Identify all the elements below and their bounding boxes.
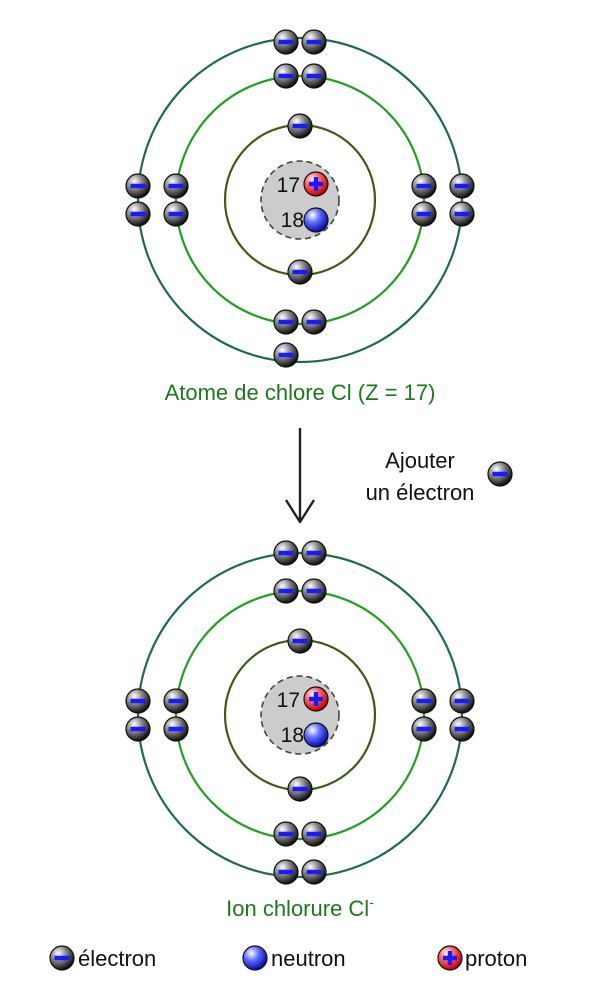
electron-icon xyxy=(273,63,299,89)
electron-icon xyxy=(163,716,189,742)
chloride-ion: 17 18 xyxy=(125,540,475,885)
electron-icon xyxy=(449,688,475,714)
electron-icon xyxy=(449,716,475,742)
proton-count: 17 xyxy=(277,689,300,712)
electron-icon xyxy=(301,859,327,885)
electron-icon xyxy=(125,688,151,714)
electron-icon xyxy=(449,173,475,199)
electron-shell-3 xyxy=(136,36,464,364)
electron-icon xyxy=(125,716,151,742)
electron-icon xyxy=(287,628,313,654)
electron-icon xyxy=(287,259,313,285)
legend-proton-icon xyxy=(437,945,463,971)
electron-icon xyxy=(411,716,437,742)
electron-icon xyxy=(287,776,313,802)
electron-icon xyxy=(411,688,437,714)
electron-shell-2 xyxy=(174,74,426,326)
neutron-count: 18 xyxy=(281,209,304,232)
added-electron-icon xyxy=(487,461,513,487)
electron-icon xyxy=(273,29,299,55)
legend-proton-label: proton xyxy=(465,946,527,971)
ion-charge: - xyxy=(369,894,374,910)
add-electron-line-2: un électron xyxy=(366,480,475,505)
electron-icon xyxy=(273,821,299,847)
electron-icon xyxy=(411,173,437,199)
electron-shell-3 xyxy=(136,551,464,879)
legend-electron-icon xyxy=(49,945,75,971)
electron-icon xyxy=(163,688,189,714)
electron-icon xyxy=(301,309,327,335)
add-electron-line-1: Ajouter xyxy=(385,448,455,473)
legend-electron-label: électron xyxy=(78,946,156,971)
chlorine-atom: 17 18 xyxy=(125,29,475,368)
electron-icon xyxy=(273,540,299,566)
electron-icon xyxy=(125,173,151,199)
electron-icon xyxy=(125,201,151,227)
proton-icon xyxy=(303,686,329,712)
legend-neutron-label: neutron xyxy=(271,946,346,971)
legend-neutron-icon xyxy=(242,945,268,971)
atom-caption: Atome de chlore Cl (Z = 17) xyxy=(165,380,436,405)
electron-icon xyxy=(163,173,189,199)
electron-icon xyxy=(301,29,327,55)
electron-icon xyxy=(301,540,327,566)
electron-icon xyxy=(273,859,299,885)
electron-icon xyxy=(301,578,327,604)
legend: électron neutron proton xyxy=(49,945,527,971)
neutron-count: 18 xyxy=(281,724,304,747)
electron-icon xyxy=(449,201,475,227)
electron-icon xyxy=(273,342,299,368)
electron-icon xyxy=(163,201,189,227)
ion-caption: Ion chlorure Cl- xyxy=(226,894,374,921)
electron-icon xyxy=(301,63,327,89)
electron-shell-2 xyxy=(174,589,426,841)
arrow-down-icon xyxy=(284,428,316,524)
neutron-icon xyxy=(303,207,329,233)
electron-icon xyxy=(273,309,299,335)
electron-icon xyxy=(273,578,299,604)
electron-icon xyxy=(301,821,327,847)
electron-icon xyxy=(411,201,437,227)
proton-count: 17 xyxy=(277,174,300,197)
neutron-icon xyxy=(303,722,329,748)
proton-icon xyxy=(303,171,329,197)
electron-icon xyxy=(287,113,313,139)
